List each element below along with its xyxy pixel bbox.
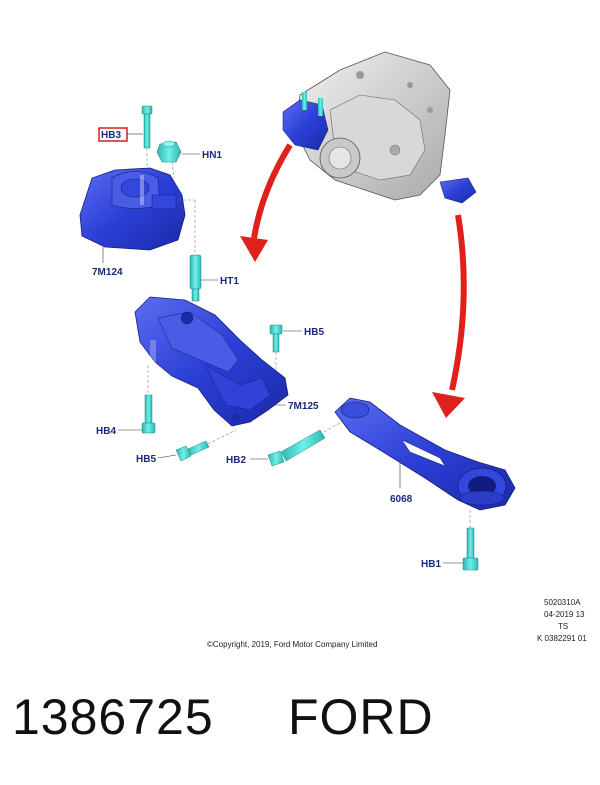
bolt-hb1 xyxy=(462,527,479,571)
part-number: 1386725 xyxy=(12,689,214,745)
bolt-hb5-bottom xyxy=(175,429,237,462)
label-hb5-bottom: HB5 xyxy=(136,454,156,465)
exploded-parts-diagram: HB3 HN1 7M124 HT1 HB5 xyxy=(79,51,587,649)
bolt-hb5-top xyxy=(269,324,283,372)
ref-line-1: 5020310A xyxy=(544,598,581,607)
mount-bracket-7m125 xyxy=(134,296,289,427)
bolt-hb4 xyxy=(141,365,156,434)
copyright-text: ©Copyright, 2019, Ford Motor Company Lim… xyxy=(207,640,377,649)
arrow-to-bracket xyxy=(240,143,293,262)
torque-rod-6068 xyxy=(334,397,516,528)
ref-line-3: TS xyxy=(558,622,568,631)
ref-line-4: K 0382291 01 xyxy=(537,634,587,643)
label-hb1: HB1 xyxy=(421,559,441,570)
stud-ht1 xyxy=(189,254,202,302)
bolt-hb3 xyxy=(141,105,153,178)
label-7m124: 7M124 xyxy=(92,267,123,278)
label-ht1: HT1 xyxy=(220,276,239,287)
label-hn1: HN1 xyxy=(202,150,222,161)
hb3-highlight-box xyxy=(98,127,128,142)
engine-mount-7m124 xyxy=(79,167,196,252)
label-6068: 6068 xyxy=(390,494,413,505)
label-7m125: 7M125 xyxy=(288,401,319,412)
label-hb4: HB4 xyxy=(96,426,116,437)
transmission-assembly xyxy=(282,51,477,204)
label-hb3: HB3 xyxy=(101,130,121,141)
label-hb2: HB2 xyxy=(226,455,246,466)
arrow-to-torque-rod xyxy=(432,214,467,418)
ref-line-2: 04-2019 13 xyxy=(544,610,585,619)
brand-name: FORD xyxy=(288,689,434,745)
nut-hn1 xyxy=(156,140,182,179)
bolt-hb2 xyxy=(267,419,346,467)
label-hb5-top: HB5 xyxy=(304,327,324,338)
